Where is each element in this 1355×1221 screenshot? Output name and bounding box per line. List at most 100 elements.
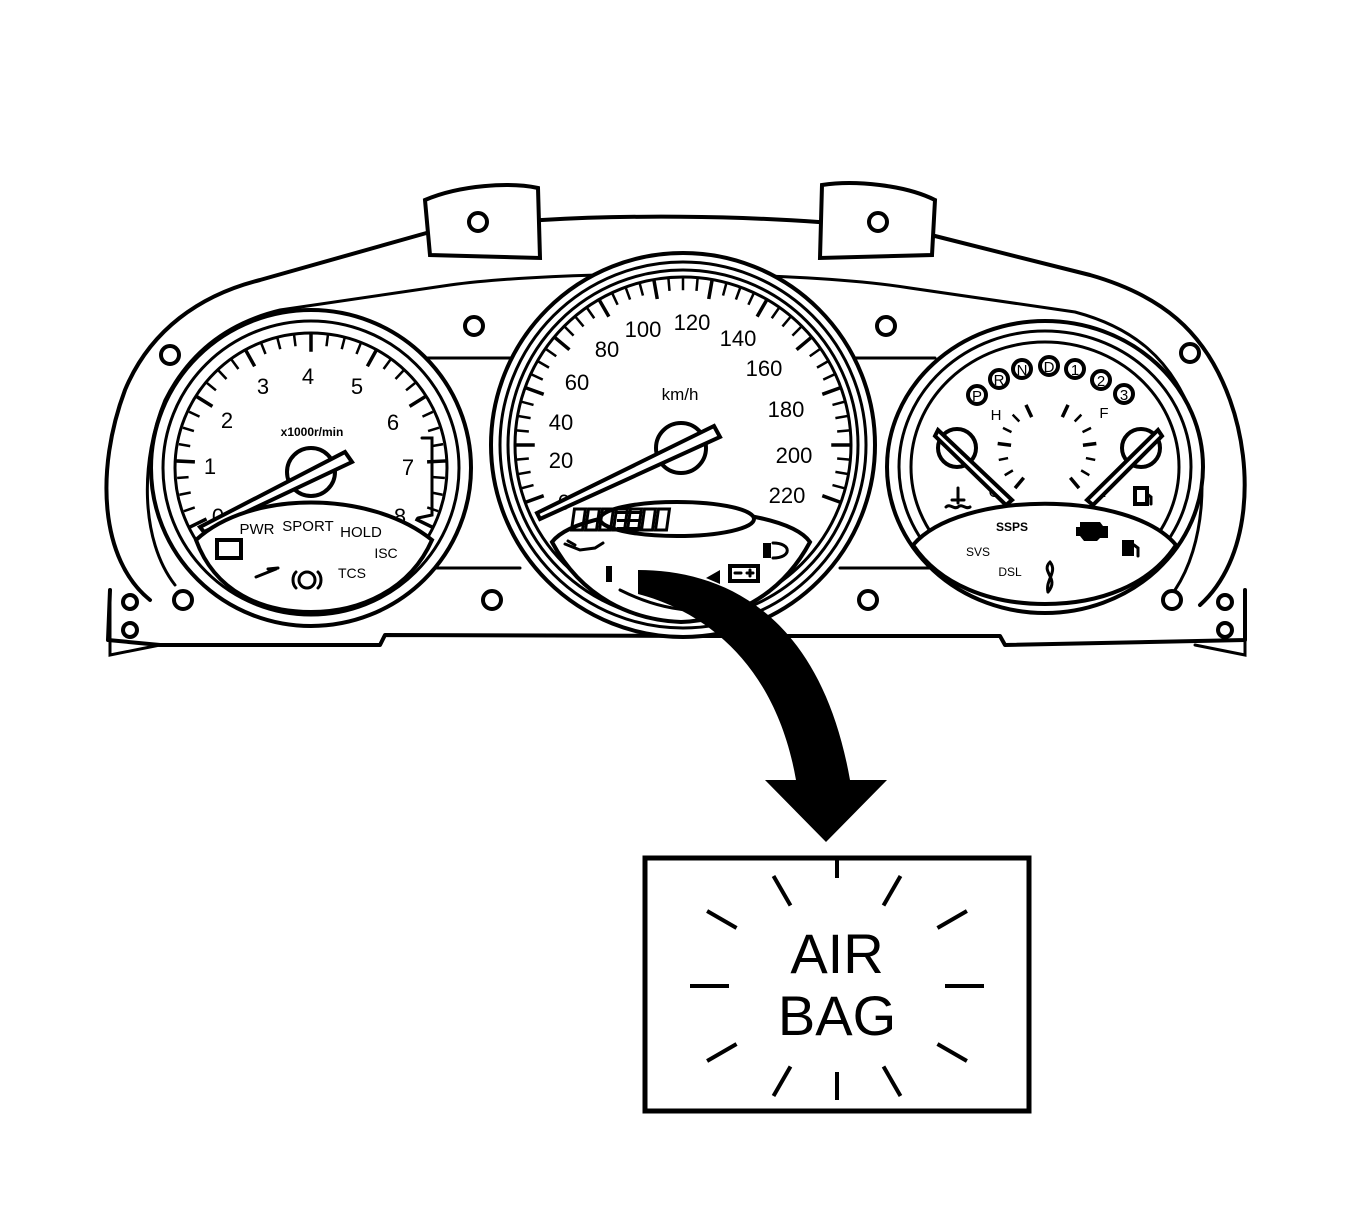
svs-label: SVS [966,545,990,559]
scale-tick [177,475,189,480]
scale-tick [821,385,842,396]
gear-n: N [1017,362,1028,379]
scale-tick [1011,413,1021,423]
airbag-ray [706,1042,738,1063]
gear-d: D [1044,359,1055,376]
tach-needle [196,449,355,535]
headlight-icon [763,541,789,560]
scale-tick [188,410,201,418]
scale-tick [816,360,829,369]
scale-tick [795,335,813,352]
scale-tick [179,491,191,496]
scale-tick [1068,476,1081,490]
scale-tick [518,470,531,476]
scale-tick [998,456,1009,462]
speedometer-ticks [515,277,851,505]
callout-arrow-icon [638,570,887,842]
scale-tick [1024,404,1034,418]
scale-tick [652,279,659,300]
scale-tick [837,429,850,433]
scale-tick [382,358,392,370]
scale-tick [530,373,544,381]
scale-tick [638,283,645,296]
scale-tick [537,360,550,369]
scale-tick [1081,426,1092,434]
oil-pressure-icon [563,539,605,552]
scale-tick [414,517,433,529]
scale-tick [781,316,792,328]
scale-tick [394,369,405,380]
speed-label-40: 40 [549,410,573,435]
scale-tick [433,475,445,480]
scale-tick [611,292,619,306]
turn-signal-icon [706,570,720,584]
speed-label-140: 140 [720,326,757,351]
scale-tick [518,414,531,420]
tach-label-tcs: TCS [338,565,366,581]
airbag-ray [936,1042,968,1063]
tachometer-gauge: 0 1 2 3 4 5 6 7 8 x1000r/min PWR SPORT H… [149,308,473,628]
speed-unit-label: km/h [662,385,699,404]
scale-tick [695,278,699,291]
scale-tick [421,410,434,418]
tach-label-4: 4 [302,364,314,389]
scale-tick [770,307,780,319]
speedometer-gauge: 0 20 40 60 80 100 120 140 160 180 200 22… [489,251,877,639]
low-fuel-icon [1122,540,1140,558]
odometer-digit [583,507,602,532]
fuel-full-label: F [1099,405,1108,422]
speed-needle [534,423,723,522]
speed-label-60: 60 [565,370,589,395]
scale-tick [189,517,208,529]
tach-label-hold: HOLD [340,524,382,541]
airbag-ray [881,1065,903,1097]
airbag-ray [881,875,903,907]
scale-tick [431,491,443,496]
scale-tick [997,441,1012,448]
scale-tick [755,298,769,318]
airbag-ray [771,1065,793,1097]
airbag-ray [936,909,968,930]
odometer-digit [611,507,630,532]
scale-tick [292,334,297,347]
scale-tick [809,348,821,358]
scale-tick [521,400,534,407]
scale-tick [516,457,529,461]
speed-label-80: 80 [595,337,619,362]
gear-3: 3 [1120,387,1128,404]
tach-label-5: 5 [351,374,363,399]
scale-tick [1002,426,1013,434]
glow-plug-icon [1045,560,1055,594]
scale-tick [521,483,534,490]
scale-tick [427,426,440,433]
battery-icon [728,564,760,583]
scale-tick [244,349,257,368]
temp-fuel-gauge: P R N D 1 2 3 H C F E SSPS SVS DSL [885,319,1205,615]
scale-tick [832,483,845,490]
check-engine-icon [1076,522,1108,541]
scale-tick [1085,456,1096,462]
coolant-temp-icon [944,486,972,510]
scale-tick [545,348,557,358]
gear-p: P [972,388,982,405]
airbag-warning-line2: BAG [778,984,896,1047]
scale-tick [667,278,671,291]
scale-tick [574,316,585,328]
scale-tick [837,457,850,461]
scale-tick [791,325,803,337]
scale-tick [1082,441,1097,448]
scale-tick [431,442,444,448]
tach-label-pwr: PWR [240,521,275,538]
scale-tick [178,442,191,448]
speed-label-100: 100 [625,317,662,342]
scale-tick [835,470,848,476]
scale-tick [822,373,836,381]
dsl-label: DSL [998,565,1022,579]
airbag-warning-line1: AIR [790,922,883,985]
scale-tick [1080,469,1090,477]
tach-label-1: 1 [204,454,216,479]
scale-tick [524,385,545,396]
speed-label-220: 220 [769,483,806,508]
seatbelt-warning-icon [606,566,612,582]
